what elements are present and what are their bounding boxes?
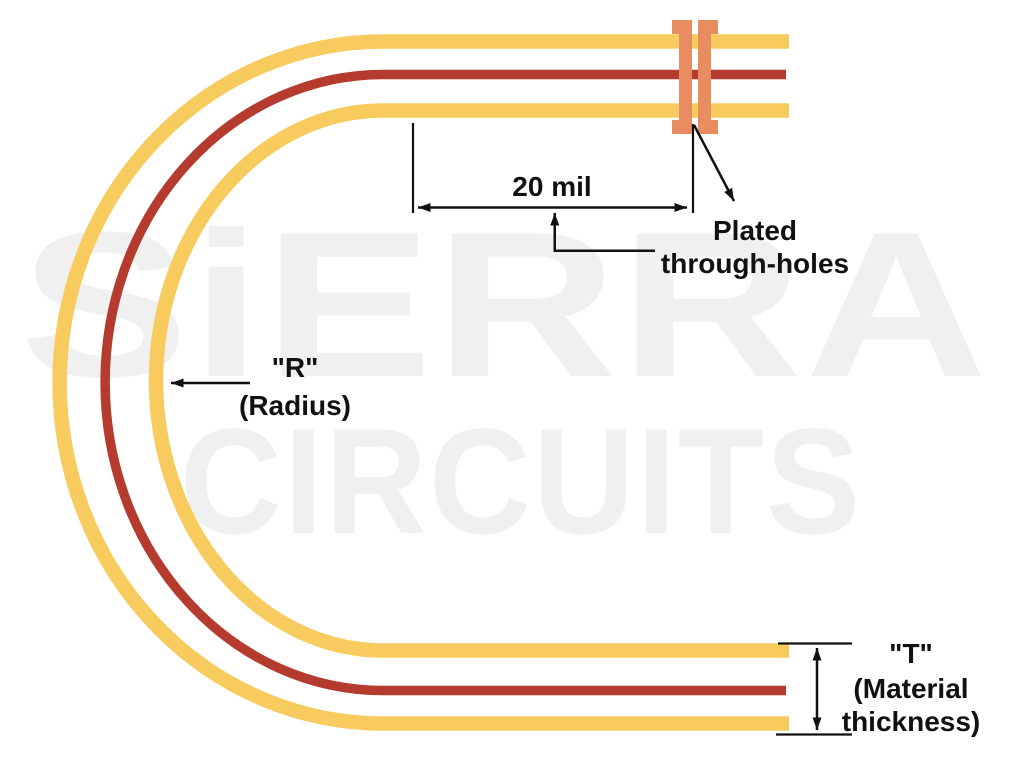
via-callout-arrow xyxy=(692,124,736,202)
inner-copper-layer xyxy=(148,103,789,658)
via-right-barrel xyxy=(698,20,711,134)
core-substrate-layer xyxy=(100,69,786,696)
thickness-label-line2: (Material xyxy=(853,673,968,704)
via-right-top-pad xyxy=(698,20,718,34)
thickness-callout: "T" (Material thickness) xyxy=(776,638,980,737)
via-label-line2: through-holes xyxy=(661,248,849,279)
thickness-label-line1: "T" xyxy=(889,638,933,669)
watermark: SiERRA CIRCUITS xyxy=(20,189,988,565)
via-label-line1: Plated xyxy=(713,215,797,246)
thickness-label-line3: thickness) xyxy=(842,706,981,737)
radius-callout: "R" (Radius) xyxy=(171,352,351,421)
dimension-20mil: 20 mil xyxy=(411,123,695,213)
via-left-top-pad xyxy=(672,20,692,34)
via-left-bottom-pad xyxy=(672,120,692,134)
plated-through-holes xyxy=(672,20,718,134)
via-callout: Plated through-holes xyxy=(661,124,849,279)
dimension-label: 20 mil xyxy=(512,171,591,202)
outer-copper-layer xyxy=(52,34,789,731)
radius-label-line2: (Radius) xyxy=(239,390,351,421)
dimension-leader xyxy=(550,213,655,252)
via-left-barrel xyxy=(679,20,692,134)
via-right-bottom-pad xyxy=(698,120,718,134)
watermark-circuits: CIRCUITS xyxy=(180,397,862,565)
flex-circuit-layers xyxy=(52,34,789,731)
radius-label-line1: "R" xyxy=(272,352,319,383)
